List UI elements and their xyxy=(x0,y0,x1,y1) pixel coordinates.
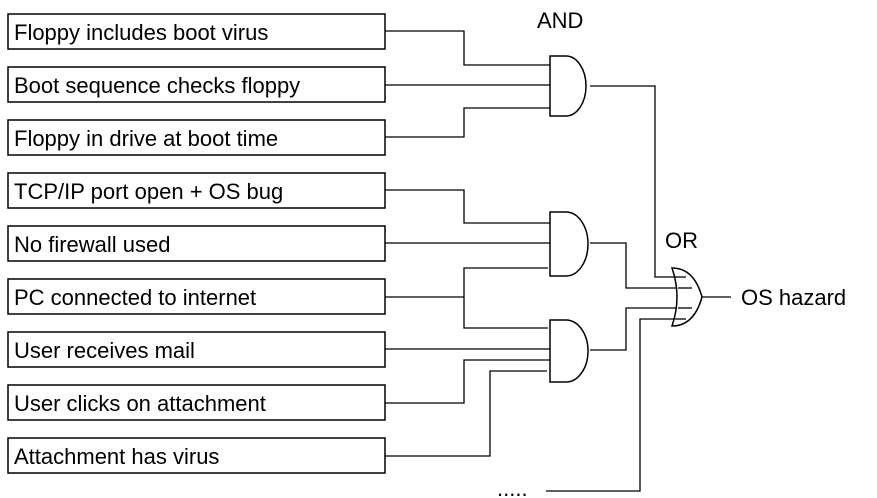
input-label-floppy-boot-virus: Floppy includes boot virus xyxy=(14,20,268,45)
and-gate-1 xyxy=(549,55,587,117)
input-box-8: User clicks on attachment xyxy=(7,384,386,421)
input-box-6: PC connected to internet xyxy=(7,278,386,315)
wires-and-gate-3 xyxy=(385,296,552,457)
input-label-tcpip-port: TCP/IP port open + OS bug xyxy=(14,179,283,204)
input-box-9: Attachment has virus xyxy=(7,437,386,474)
input-box-7: User receives mail xyxy=(7,331,386,368)
and-gate-3 xyxy=(549,319,589,383)
input-label-boot-sequence: Boot sequence checks floppy xyxy=(14,73,300,98)
input-box-3: Floppy in drive at boot time xyxy=(7,119,386,156)
input-label-user-clicks: User clicks on attachment xyxy=(14,391,266,416)
input-box-4: TCP/IP port open + OS bug xyxy=(7,172,386,209)
and-gate-2 xyxy=(549,211,589,277)
ellipsis-more-inputs: ..... xyxy=(497,476,528,498)
input-label-pc-connected: PC connected to internet xyxy=(14,285,256,310)
input-label-floppy-in-drive: Floppy in drive at boot time xyxy=(14,126,278,151)
input-box-1: Floppy includes boot virus xyxy=(7,13,386,50)
input-label-user-receives-mail: User receives mail xyxy=(14,338,195,363)
output-label-os-hazard: OS hazard xyxy=(741,285,846,310)
or-gate-label: OR xyxy=(665,228,698,253)
input-label-attachment-virus: Attachment has virus xyxy=(14,444,219,469)
input-box-2: Boot sequence checks floppy xyxy=(7,66,386,103)
input-box-5: No firewall used xyxy=(7,225,386,262)
wires-or-gate xyxy=(546,85,682,492)
and-gate-label: AND xyxy=(537,8,583,33)
wires-and-gate-2 xyxy=(385,189,552,297)
wires-and-gate-1 xyxy=(385,30,551,138)
or-gate xyxy=(670,267,703,327)
input-label-no-firewall: No firewall used xyxy=(14,232,171,257)
